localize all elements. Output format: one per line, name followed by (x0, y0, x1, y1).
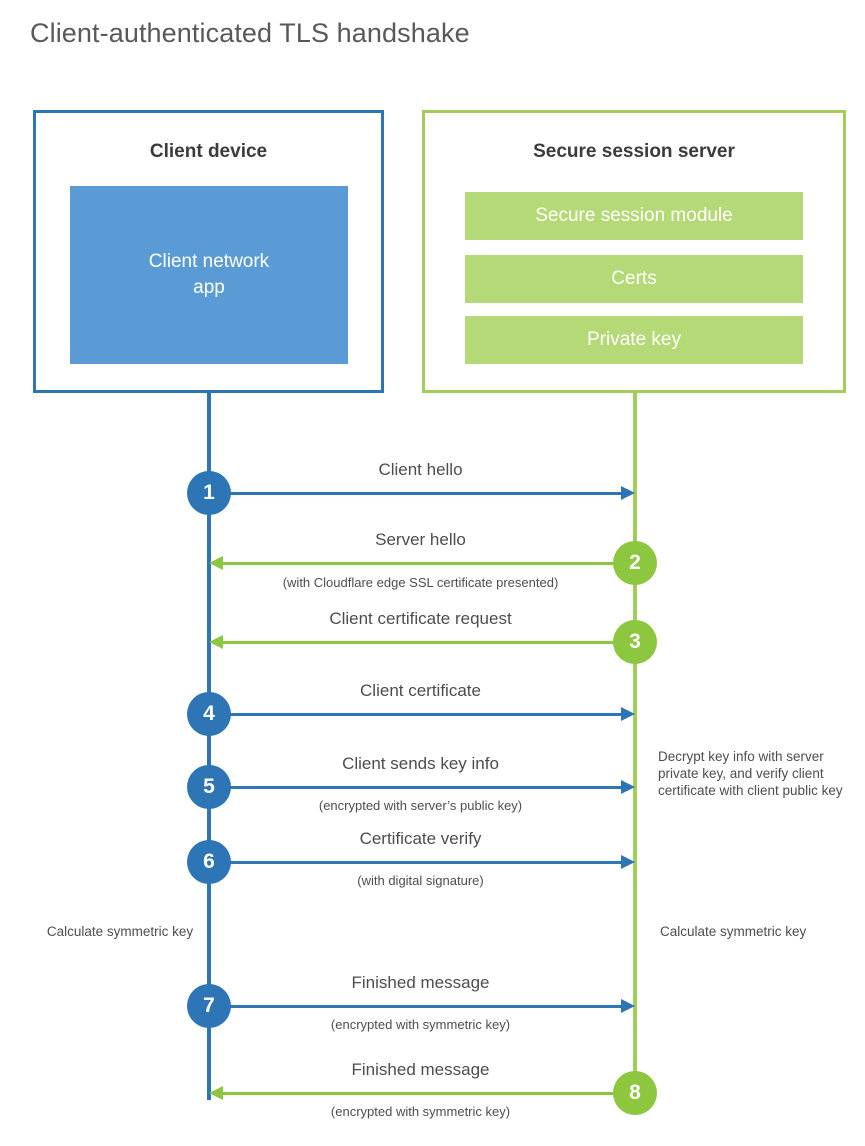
step-7-sublabel: (encrypted with symmetric key) (330, 1017, 511, 1032)
step-8-arrowhead-left-icon (209, 1086, 223, 1100)
client-app-label-line1: Client network (148, 251, 270, 272)
step-2-arrowhead-left-icon (209, 556, 223, 570)
step-7-label: Finished message (351, 973, 490, 992)
client-network-app-label: Client network app (149, 249, 269, 301)
step-5-label: Client sends key info (342, 754, 499, 773)
step-1-arrow-line (209, 492, 621, 495)
step-7-arrow-line (209, 1005, 621, 1008)
step-5-arrowhead-right-icon (621, 780, 635, 794)
step-4-arrowhead-right-icon (621, 707, 635, 721)
client-calculate-symmetric-key-note: Calculate symmetric key (46, 924, 194, 939)
step-6-arrow-line (209, 861, 621, 864)
secure-session-server-title: Secure session server (533, 141, 735, 162)
step-3-arrowhead-left-icon (209, 635, 223, 649)
step-6-circle: 6 (187, 840, 231, 884)
step-4-label: Client certificate (360, 681, 481, 700)
step-3-label: Client certificate request (329, 609, 512, 628)
step-4-arrow-line (209, 713, 621, 716)
secure-session-server-box: Secure session server Secure session mod… (422, 110, 846, 393)
client-network-app-box: Client network app (70, 186, 348, 364)
step-8-label: Finished message (351, 1060, 490, 1079)
step-6-sublabel: (with digital signature) (357, 873, 484, 888)
step-5-arrow-line (209, 786, 621, 789)
page-title: Client-authenticated TLS handshake (30, 18, 470, 48)
step-3-arrow-line (223, 641, 635, 644)
server-lifeline (633, 393, 637, 1093)
step-8-arrow-line (223, 1092, 635, 1095)
server-calculate-symmetric-key-note: Calculate symmetric key (660, 924, 807, 939)
step-3-circle: 3 (613, 620, 657, 664)
step-1-label: Client hello (378, 460, 463, 479)
step-8-sublabel: (encrypted with symmetric key) (330, 1104, 511, 1119)
server-item-certs: Certs (465, 255, 803, 303)
step-1-arrowhead-right-icon (621, 486, 635, 500)
step-5-circle: 5 (187, 765, 231, 809)
step-8-circle: 8 (613, 1071, 657, 1115)
server-item-secure-session-module: Secure session module (465, 192, 803, 240)
step-6-label: Certificate verify (359, 829, 482, 848)
step-5-sublabel: (encrypted with server’s public key) (318, 798, 523, 813)
step-2-arrow-line (223, 562, 635, 565)
step-1-circle: 1 (187, 471, 231, 515)
step-2-label: Server hello (375, 530, 466, 549)
server-decrypt-note: Decrypt key info with server private key… (658, 749, 843, 798)
client-device-box: Client device Client network app (33, 110, 384, 393)
step-2-circle: 2 (613, 541, 657, 585)
step-7-arrowhead-right-icon (621, 999, 635, 1013)
client-app-label-line2: app (193, 277, 225, 298)
client-lifeline (207, 393, 211, 1100)
step-6-arrowhead-right-icon (621, 855, 635, 869)
step-7-circle: 7 (187, 984, 231, 1028)
server-item-private-key: Private key (465, 316, 803, 364)
step-4-circle: 4 (187, 692, 231, 736)
client-device-title: Client device (149, 141, 268, 162)
step-2-sublabel: (with Cloudflare edge SSL certificate pr… (282, 575, 559, 590)
